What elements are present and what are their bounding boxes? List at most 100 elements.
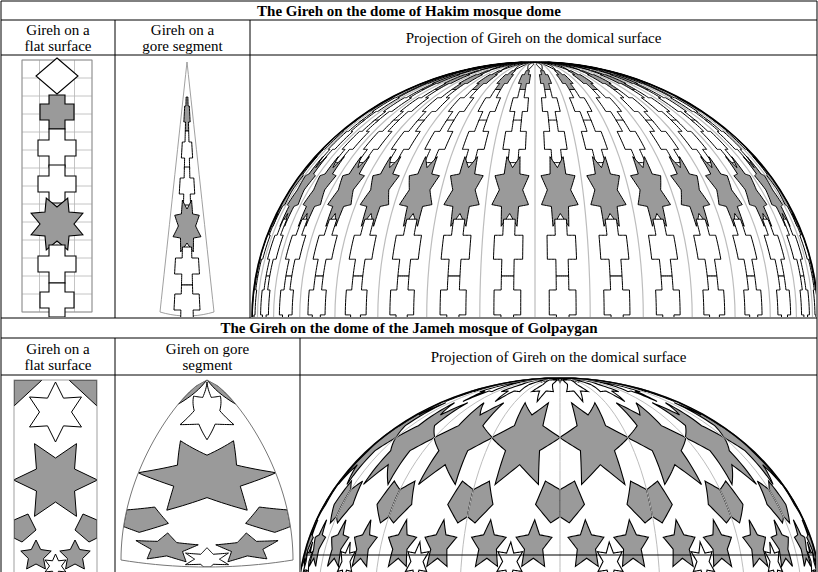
meridian-line bbox=[375, 378, 560, 572]
gireh-shape bbox=[555, 71, 575, 90]
gireh-shape bbox=[136, 533, 198, 562]
gireh-shape bbox=[568, 71, 598, 90]
table-rule bbox=[115, 20, 116, 318]
meridian-line bbox=[560, 378, 660, 572]
cell-text: Gireh on a gore segment bbox=[137, 22, 229, 54]
gireh-shape bbox=[392, 219, 421, 276]
gireh-shape bbox=[581, 120, 607, 163]
gireh-shape bbox=[569, 89, 592, 122]
gireh-shape bbox=[313, 219, 337, 276]
gireh-shape bbox=[349, 219, 376, 276]
gireh-shape bbox=[124, 507, 169, 532]
gireh-shape bbox=[279, 276, 293, 317]
table-rule bbox=[1, 338, 817, 339]
gore-outline bbox=[121, 380, 293, 567]
gireh-shape bbox=[38, 165, 76, 203]
gireh-shape bbox=[528, 62, 534, 70]
table-cell: Gireh on a gore segment bbox=[116, 21, 249, 54]
gireh-shape bbox=[40, 283, 74, 317]
gore-gireh bbox=[121, 380, 293, 567]
gireh-shape bbox=[472, 520, 507, 567]
gireh-shape bbox=[743, 520, 768, 567]
cell-text: The Gireh on the dome of Hakim mosque do… bbox=[257, 3, 561, 19]
gireh-shape bbox=[175, 247, 200, 285]
gireh-shape bbox=[541, 157, 578, 227]
gireh-shape bbox=[648, 219, 677, 276]
gireh-shape bbox=[14, 514, 36, 542]
gireh-shape bbox=[478, 89, 501, 122]
gireh-shape bbox=[425, 520, 457, 567]
table-cell: Gireh on a flat surface bbox=[2, 21, 114, 54]
gireh-shape bbox=[138, 441, 275, 510]
gireh-shape bbox=[38, 245, 76, 283]
gireh-shape bbox=[492, 157, 529, 227]
gireh-shape bbox=[656, 276, 681, 317]
gireh-shape bbox=[753, 157, 799, 227]
gireh-shape bbox=[174, 285, 200, 317]
gireh-shape bbox=[462, 120, 488, 163]
gireh-shape bbox=[446, 89, 478, 122]
dome-gireh bbox=[252, 62, 816, 317]
gireh-shape bbox=[536, 62, 542, 70]
gireh-shape bbox=[743, 157, 790, 227]
meridian-line bbox=[535, 62, 796, 317]
cell-text: Gireh on a flat surface bbox=[16, 341, 100, 373]
grid-line bbox=[22, 204, 92, 205]
table-rule bbox=[1, 318, 817, 319]
table-cell: Gireh on a flat surface bbox=[2, 339, 114, 374]
gireh-shape bbox=[173, 200, 201, 252]
gore-gireh bbox=[160, 62, 214, 317]
table-rule bbox=[1, 1, 2, 572]
gireh-shape bbox=[510, 89, 529, 122]
table-cell: The Gireh on the dome of Hakim mosque do… bbox=[2, 2, 816, 19]
gireh-shape bbox=[60, 540, 90, 569]
meridian-line bbox=[560, 378, 802, 572]
gireh-shape bbox=[352, 520, 377, 567]
gireh-shape bbox=[467, 481, 493, 523]
gireh-shape bbox=[549, 276, 576, 317]
gireh-shape bbox=[656, 89, 710, 122]
gireh-shape bbox=[389, 481, 415, 523]
strip-outline bbox=[22, 60, 92, 312]
gireh-shape bbox=[337, 542, 355, 572]
gireh-shape bbox=[604, 276, 630, 317]
meridian-line bbox=[535, 62, 770, 317]
table-rule bbox=[300, 338, 301, 572]
gireh-shape bbox=[36, 58, 78, 94]
gireh-shape bbox=[646, 120, 682, 163]
dome-outline bbox=[301, 378, 816, 572]
gireh-shape bbox=[390, 276, 415, 317]
strip-outline bbox=[14, 380, 97, 572]
gireh-shape bbox=[691, 542, 714, 572]
gireh-shape bbox=[599, 219, 629, 276]
cell-text: Gireh on gore segment bbox=[152, 341, 264, 373]
table-cell: Projection of Gireh on the domical surfa… bbox=[301, 339, 816, 374]
table-rule bbox=[1, 1, 817, 2]
gireh-shape bbox=[776, 276, 790, 317]
parallel-line bbox=[304, 554, 816, 555]
gireh-shape bbox=[532, 378, 559, 402]
table-rule bbox=[1, 55, 817, 56]
gireh-shape bbox=[345, 276, 367, 317]
gireh-shape bbox=[30, 382, 82, 442]
gireh-shape bbox=[246, 507, 291, 532]
gireh-shape bbox=[604, 71, 658, 90]
table-rule bbox=[817, 1, 818, 572]
gireh-shape bbox=[14, 444, 97, 517]
gireh-shape bbox=[303, 542, 312, 572]
dome-outline bbox=[252, 62, 816, 317]
gireh-shape bbox=[495, 71, 515, 90]
gireh-shape bbox=[497, 542, 523, 572]
cell-text: Gireh on a flat surface bbox=[16, 22, 100, 54]
meridian-line bbox=[535, 62, 735, 317]
gireh-shape bbox=[492, 403, 560, 485]
table-cell: Gireh on gore segment bbox=[116, 339, 299, 374]
gireh-shape bbox=[647, 481, 673, 523]
gireh-shape bbox=[185, 548, 228, 567]
gireh-shape bbox=[360, 157, 401, 227]
meridian-line bbox=[300, 62, 535, 317]
gireh-shape bbox=[541, 89, 560, 122]
gore-outline bbox=[160, 62, 214, 316]
gireh-shape bbox=[179, 167, 194, 205]
